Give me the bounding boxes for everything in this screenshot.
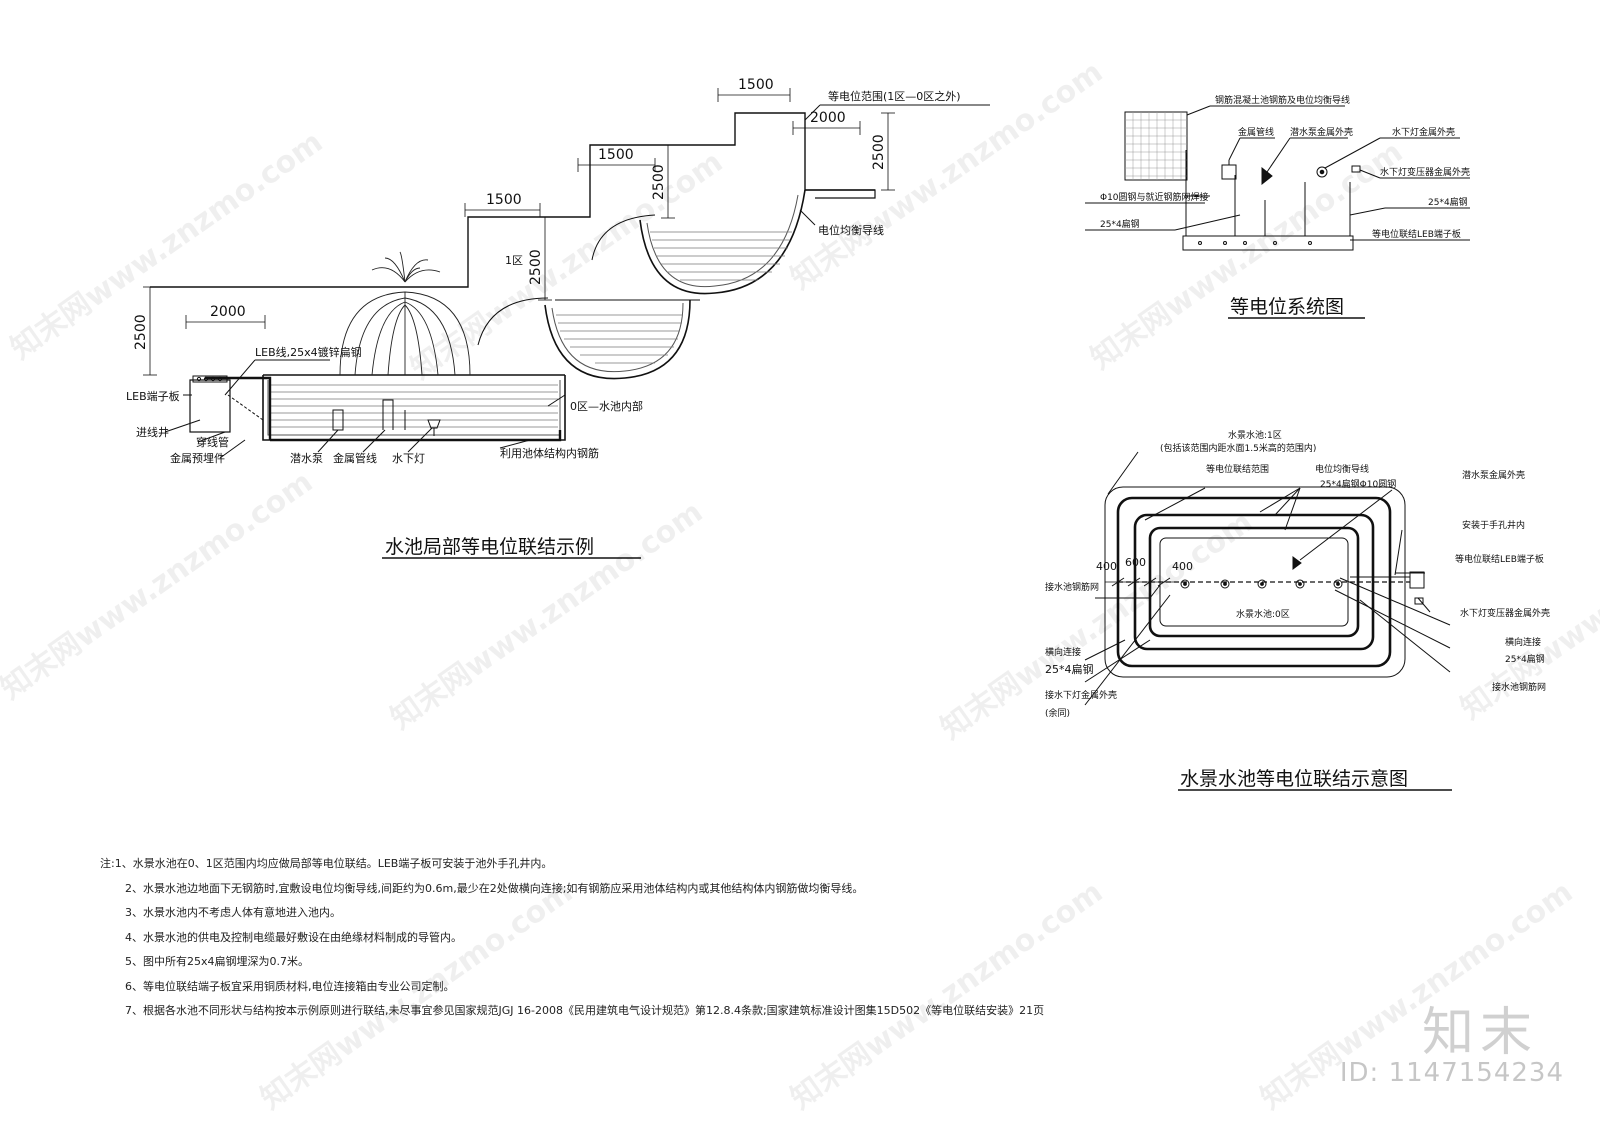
label-rc-pool: 钢筋混凝土池钢筋及电位均衡导线: [1215, 94, 1350, 106]
dim-2500-upper: 2500: [651, 164, 667, 200]
label-round-steel: Φ10圆钢与就近钢筋网焊接: [1100, 191, 1209, 203]
watermark-text: 知末网www.znzmo.com: [0, 465, 319, 707]
image-id-watermark: ID: 1147154234: [1339, 1058, 1564, 1088]
dim-600: 600: [1125, 556, 1146, 569]
dim-2500-mid: 2500: [528, 249, 544, 285]
watermark-text: 知末网www.znzmo.com: [385, 495, 710, 737]
pool-equipotential-plan-diagram: [1084, 451, 1451, 706]
label-wire-spec: 25*4扁钢Φ10圆钢: [1320, 478, 1396, 490]
note-3: 3、水景水池内不考虑人体有意地进入池内。: [125, 906, 341, 919]
label-transformer-shell-tr: 水下灯变压器金属外壳: [1380, 166, 1470, 178]
label-light-shell-br: 接水下灯金属外壳: [1045, 689, 1117, 701]
equipotential-system-diagram: [1085, 105, 1470, 251]
label-same: (余同): [1045, 707, 1070, 719]
label-equal-wire-br: 电位均衡导线: [1315, 463, 1369, 475]
label-range: 等电位联结范围: [1206, 463, 1269, 475]
label-hand-well: 安装于手孔井内: [1462, 519, 1525, 531]
label-horiz-conn-left: 横向连接: [1045, 646, 1081, 658]
label-leb-board: LEB端子板: [126, 389, 180, 403]
label-rebar-net-left: 接水池钢筋网: [1045, 581, 1099, 593]
dim-2000-left: 2000: [210, 304, 246, 320]
label-pump-shell-br: 潜水泵金属外壳: [1462, 469, 1525, 481]
transformer-icon: [1351, 165, 1361, 173]
title-top-right: 等电位系统图: [1230, 296, 1344, 318]
label-pump: 潜水泵: [290, 451, 323, 465]
label-flat-steel-tr-left: 25*4扁钢: [1100, 218, 1140, 230]
transformer-icon: [1414, 597, 1424, 605]
label-metal-pipe: 金属管线: [333, 451, 377, 465]
note-7: 7、根据各水池不同形状与结构按本示例原则进行联结,未尽事宜参见国家规范JGJ 1…: [125, 1004, 1045, 1017]
label-horiz-conn-right: 横向连接: [1505, 636, 1541, 648]
label-leb-board-tr: 等电位联结LEB端子板: [1372, 228, 1461, 240]
dim-1500-mid: 1500: [598, 147, 634, 163]
label-zone1: 1区: [505, 254, 523, 267]
label-leb-board-br: 等电位联结LEB端子板: [1455, 553, 1544, 565]
label-light-shell-tr: 水下灯金属外壳: [1392, 126, 1455, 138]
metal-pipe-icon: [1221, 160, 1237, 180]
underwater-light-icon: [1180, 579, 1343, 589]
dim-2500-left: 2500: [133, 314, 149, 350]
note-2: 2、水景水池边地面下无钢筋时,宜敷设电位均衡导线,间距约为0.6m,最少在2处做…: [125, 881, 864, 895]
label-flat-steel-left: 25*4扁钢: [1045, 663, 1094, 676]
brand-watermark: 知末: [1421, 1003, 1538, 1063]
fountain-icon: [339, 251, 471, 376]
dim-2500-right: 2500: [871, 134, 887, 170]
label-zone1-note: (包括该范围内距水面1.5米高的范围内): [1160, 442, 1316, 454]
label-flat-steel-tr-right: 25*4扁钢: [1428, 196, 1468, 208]
label-zone0: 0区—水池内部: [570, 399, 643, 413]
watermark-text: 知末网www.znzmo.com: [5, 125, 330, 367]
underwater-light-icon: [427, 419, 441, 436]
label-flat-steel-right: 25*4扁钢: [1505, 653, 1545, 665]
title-bottom-right: 水景水池等电位联结示意图: [1180, 768, 1408, 790]
dim-400-inner: 400: [1172, 560, 1193, 573]
title-left: 水池局部等电位联结示例: [385, 536, 594, 558]
label-zone1-title: 水景水池:1区: [1228, 429, 1282, 441]
note-5: 5、图中所有25x4扁钢埋深为0.7米。: [125, 955, 309, 968]
leb-board-icon: [1409, 571, 1425, 589]
label-pump-shell-tr: 潜水泵金属外壳: [1290, 126, 1353, 138]
note-4: 4、水景水池的供电及控制电缆最好敷设在由绝缘材料制成的导管内。: [125, 930, 462, 944]
note-1: 注:1、水景水池在0、1区范围内均应做局部等电位联结。LEB端子板可安装于池外手…: [100, 857, 553, 870]
note-6: 6、等电位联结端子板宜采用铜质材料,电位连接箱由专业公司定制。: [125, 979, 455, 993]
pool-section-diagram: [143, 88, 990, 459]
leb-terminal-icon: [196, 376, 223, 382]
pump-icon: [1292, 556, 1302, 570]
label-pool-zone0: 水景水池:0区: [1236, 608, 1290, 620]
label-equal-wire: 电位均衡导线: [818, 223, 884, 237]
label-leb-line: LEB线,25x4镀锌扁钢: [255, 345, 362, 359]
dim-2000-top: 2000: [810, 110, 846, 126]
label-conduit: 穿线管: [196, 435, 229, 449]
label-metal-pipe-tr: 金属管线: [1238, 126, 1274, 138]
label-transformer-shell-br: 水下灯变压器金属外壳: [1460, 607, 1550, 619]
notes-block: 注:1、水景水池在0、1区范围内均应做局部等电位联结。LEB端子板可安装于池外手…: [100, 852, 1200, 1024]
dim-1500-top: 1500: [738, 77, 774, 93]
label-zone-range: 等电位范围(1区—0区之外): [828, 89, 961, 103]
label-rebar-net-right: 接水池钢筋网: [1492, 681, 1546, 693]
pump-icon: [1261, 166, 1273, 186]
label-inlet-well: 进线井: [136, 425, 169, 439]
label-rebar: 利用池体结构内钢筋: [500, 446, 599, 460]
leb-terminal-icon: [1198, 241, 1312, 245]
dim-400-outer: 400: [1096, 560, 1117, 573]
label-embedded: 金属预埋件: [170, 451, 225, 465]
light-icon: [1316, 166, 1328, 178]
dim-1500-low: 1500: [486, 192, 522, 208]
label-underwater-light: 水下灯: [392, 452, 425, 465]
